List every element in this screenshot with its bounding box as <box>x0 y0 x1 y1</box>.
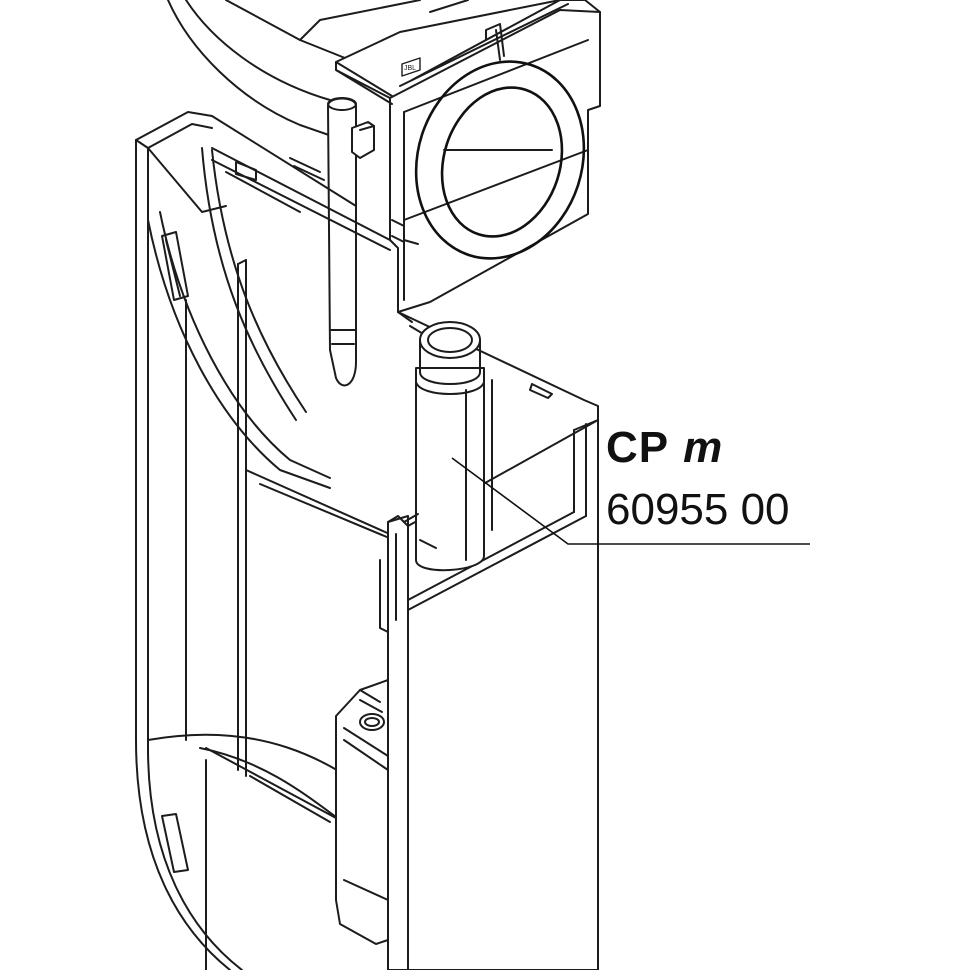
cp-module <box>379 311 599 970</box>
brand-mark-label: JBL <box>404 65 416 72</box>
latch-block <box>335 679 389 945</box>
part-callout: CP m 60955 00 <box>606 426 790 532</box>
part-name: CP <box>606 423 670 472</box>
main-shell <box>135 111 395 970</box>
vertical-tube-left <box>327 97 375 387</box>
intake-box: JBL <box>335 0 601 313</box>
part-variant: m <box>683 423 724 472</box>
filter-canister-top <box>167 0 469 144</box>
part-number: 60955 00 <box>606 485 790 534</box>
callout-leader-line <box>451 457 810 545</box>
part-name-label: CP m <box>606 426 790 480</box>
